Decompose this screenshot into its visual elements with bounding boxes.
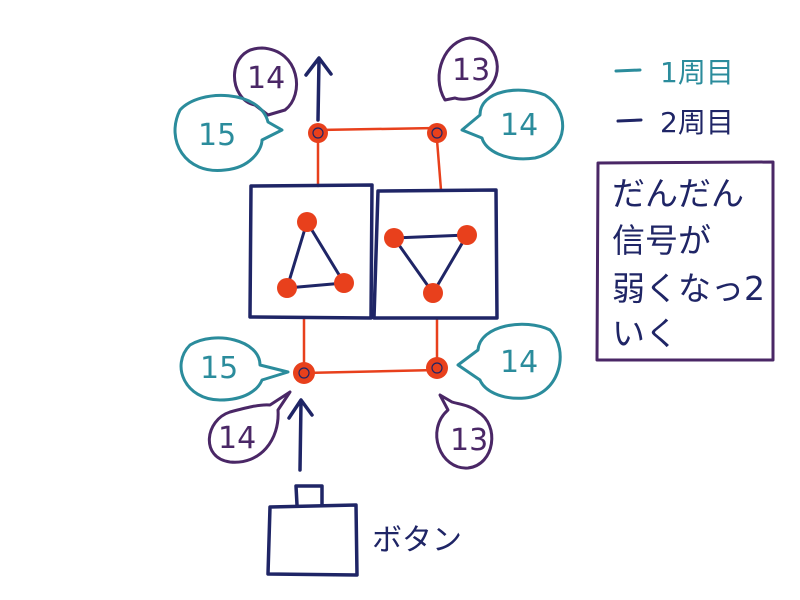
node-bottom-right — [426, 357, 448, 379]
note-box — [595, 160, 775, 362]
node-right-c — [423, 283, 443, 303]
bubble-label: 13 — [450, 423, 488, 458]
right-module-box — [372, 188, 499, 320]
bubble-label: 14 — [500, 345, 538, 380]
bubble-label: 14 — [247, 61, 285, 96]
note-line: いく — [612, 314, 678, 353]
node-bottom-left — [293, 362, 315, 384]
node-left-c — [334, 273, 354, 293]
node-right-a — [384, 228, 404, 248]
note-line: 弱くなっ2 — [612, 269, 765, 308]
button-label: ボタン — [372, 523, 462, 558]
legend-round1-swatch — [614, 68, 642, 73]
left-triangle — [285, 220, 346, 290]
button-knob — [294, 484, 324, 507]
bubble-bottom-left-round1 — [179, 336, 290, 402]
bubble-label: 15 — [198, 118, 236, 153]
note-line: 信号が — [612, 221, 711, 260]
bubble-label: 14 — [500, 108, 538, 143]
bubble-bottom-right-round1 — [456, 322, 562, 400]
bubble-bottom-left-round2 — [207, 390, 292, 464]
left-module-box — [248, 183, 374, 320]
node-top-right — [427, 123, 447, 143]
legend-round2-swatch — [616, 118, 643, 123]
node-top-left — [308, 123, 328, 143]
button-icon[interactable] — [266, 503, 359, 577]
bubble-top-left-round1 — [173, 93, 284, 172]
bubble-label: 14 — [218, 421, 256, 456]
nodes — [277, 123, 477, 384]
node-right-b — [457, 225, 477, 245]
note-line: だんだん — [612, 174, 744, 213]
legend-round1-label: 1周目 — [660, 56, 734, 89]
bubble-label: 15 — [200, 351, 238, 386]
bubble-label: 13 — [452, 53, 490, 88]
bubble-top-right-round2 — [437, 36, 499, 102]
output-arrow-icon — [304, 56, 333, 122]
node-left-a — [297, 212, 317, 232]
signal-connections — [302, 126, 443, 375]
bubble-bottom-right-round2 — [435, 393, 494, 470]
bubble-top-right-round1 — [460, 88, 565, 161]
node-left-b — [277, 278, 297, 298]
input-arrow-icon — [287, 398, 314, 472]
legend-round2-label: 2周目 — [660, 106, 734, 139]
right-triangle — [392, 233, 469, 295]
